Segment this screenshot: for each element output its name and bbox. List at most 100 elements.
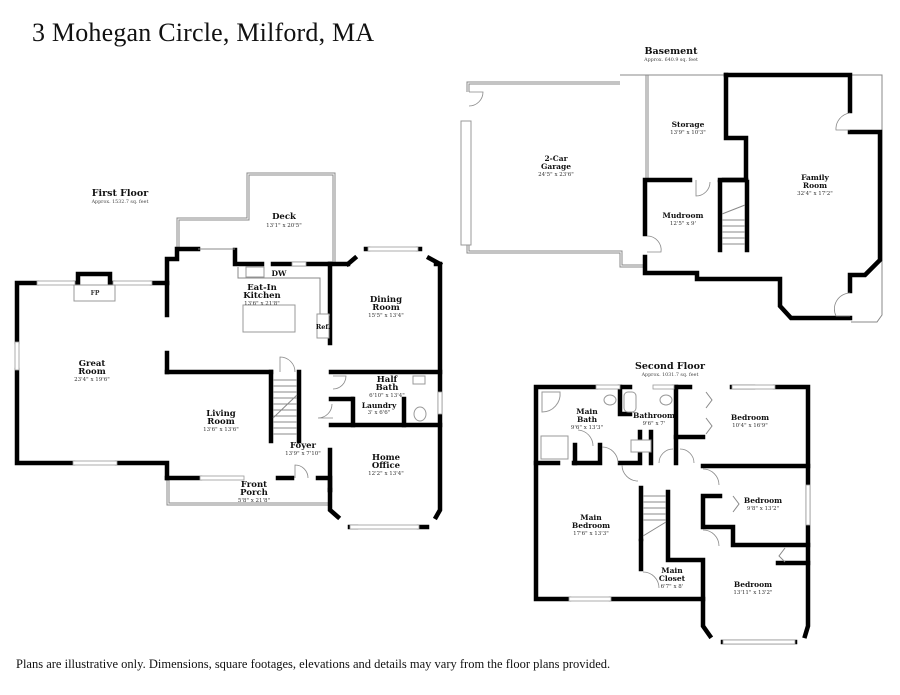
main-bath-dim: 9'6" x 13'3" <box>571 425 603 431</box>
main-bath-label-2: Bath <box>577 415 598 424</box>
porch-label-1: Front <box>241 480 267 490</box>
second-floor-stairs <box>642 495 667 537</box>
first-floor-area: Approx. 1532.7 sq. feet <box>91 199 149 205</box>
door <box>332 375 347 390</box>
laundry-label: Laundry <box>362 401 397 410</box>
kitchen-label-2: Kitchen <box>243 291 281 301</box>
laundry-dim: 3' x 6'6" <box>368 410 391 416</box>
basement-area: Approx. 640.9 sq. feet <box>643 57 698 63</box>
wall <box>721 72 749 183</box>
wall <box>232 247 265 267</box>
garage-wall <box>466 81 620 92</box>
refrigerator-label: Ref. <box>316 323 330 331</box>
wall <box>533 442 603 466</box>
closet-door <box>705 391 713 409</box>
wall <box>700 493 811 548</box>
family-room-label-2: Room <box>803 181 827 190</box>
deck-dim: 13'1" x 20'5" <box>266 223 302 229</box>
main-bedroom-label-1: Main <box>580 513 602 522</box>
deck-outline-inner <box>178 174 334 262</box>
main-closet-label-2: Closet <box>659 574 686 583</box>
shower <box>540 435 569 460</box>
half-bath-dim: 6'10" x 13'4" <box>369 393 405 399</box>
wall <box>642 177 693 237</box>
basement-plan: Basement Approx. 640.9 sq. feet <box>460 46 883 323</box>
stairs <box>272 379 298 435</box>
porch-label-2: Porch <box>240 488 268 498</box>
window <box>731 384 776 390</box>
toilet <box>413 406 427 422</box>
office-label-1: Home <box>372 453 401 463</box>
bathroom-label: Bathroom <box>633 411 675 420</box>
family-room-dim: 32'4" x 17'2" <box>797 191 833 197</box>
toilet <box>603 394 617 406</box>
window <box>805 484 811 526</box>
door <box>695 180 711 197</box>
door <box>577 429 594 447</box>
window <box>568 596 612 602</box>
bathtub <box>623 391 637 413</box>
page-title: 3 Mohegan Circle, Milford, MA <box>32 18 375 47</box>
half-bath-label-1: Half <box>377 375 399 385</box>
second-floor-plan: Second Floor Approx. 1031.7 sq. feet <box>533 361 811 645</box>
dishwasher-label: DW <box>272 269 288 278</box>
window <box>367 246 419 252</box>
bedroom-1-dim: 10'4" x 16'9" <box>732 423 768 429</box>
window <box>291 261 307 267</box>
first-floor-plan: First Floor Approx. 1532.7 sq. feet <box>14 172 444 530</box>
office-label-2: Office <box>372 461 401 471</box>
living-room-label-2: Room <box>207 417 234 427</box>
garage-label-2: Garage <box>541 162 571 171</box>
window <box>349 524 420 530</box>
door <box>835 112 851 131</box>
main-bath-label-1: Main <box>576 407 598 416</box>
foyer-label: Foyer <box>290 441 317 451</box>
door <box>702 529 720 547</box>
sink <box>630 439 652 453</box>
great-room-dim: 23'4" x 19'6" <box>74 377 110 383</box>
door <box>658 448 674 464</box>
toilet <box>659 394 673 406</box>
window <box>36 280 76 286</box>
closet-door <box>732 495 740 513</box>
first-floor-title: First Floor <box>92 188 149 199</box>
window <box>437 391 443 415</box>
basement-stairs <box>721 204 746 245</box>
bathroom-dim: 9'6" x 7' <box>643 421 666 427</box>
main-bedroom-dim: 17'6" x 13'3" <box>573 531 609 537</box>
porch-dim: 5'8" x 21'8" <box>238 498 270 504</box>
window <box>72 460 118 466</box>
bedroom-2-label: Bedroom <box>744 496 782 505</box>
door <box>601 446 619 464</box>
wall <box>164 246 201 286</box>
wall <box>723 72 853 114</box>
basement-title: Basement <box>645 46 699 57</box>
closet-door <box>705 417 713 435</box>
deck-label: Deck <box>272 212 297 222</box>
dining-dim: 15'5" x 13'4" <box>368 313 404 319</box>
bedroom-1-label: Bedroom <box>731 413 769 422</box>
office-dim: 12'2" x 13'4" <box>368 471 404 477</box>
wall <box>14 271 170 481</box>
corner-tub <box>541 391 561 413</box>
great-room-label-1: Great <box>79 359 106 369</box>
disclaimer-text: Plans are illustrative only. Dimensions,… <box>16 657 611 671</box>
half-bath-label-2: Bath <box>376 383 399 393</box>
garage-wall <box>468 83 620 92</box>
mudroom-label: Mudroom <box>663 211 704 220</box>
stove <box>245 266 265 278</box>
door <box>317 403 333 419</box>
window <box>112 280 153 286</box>
closet-door <box>778 547 786 563</box>
garage-door <box>460 120 472 246</box>
great-room-label-2: Room <box>78 367 105 377</box>
garage-wall <box>468 245 645 266</box>
second-floor-title: Second Floor <box>635 361 706 372</box>
wall <box>847 129 883 294</box>
dining-label-1: Dining <box>370 295 402 305</box>
foyer-dim: 13'9" x 7'10" <box>285 451 321 457</box>
window <box>595 384 621 390</box>
window <box>722 639 796 645</box>
storage-label: Storage <box>672 120 705 129</box>
door <box>468 91 484 107</box>
